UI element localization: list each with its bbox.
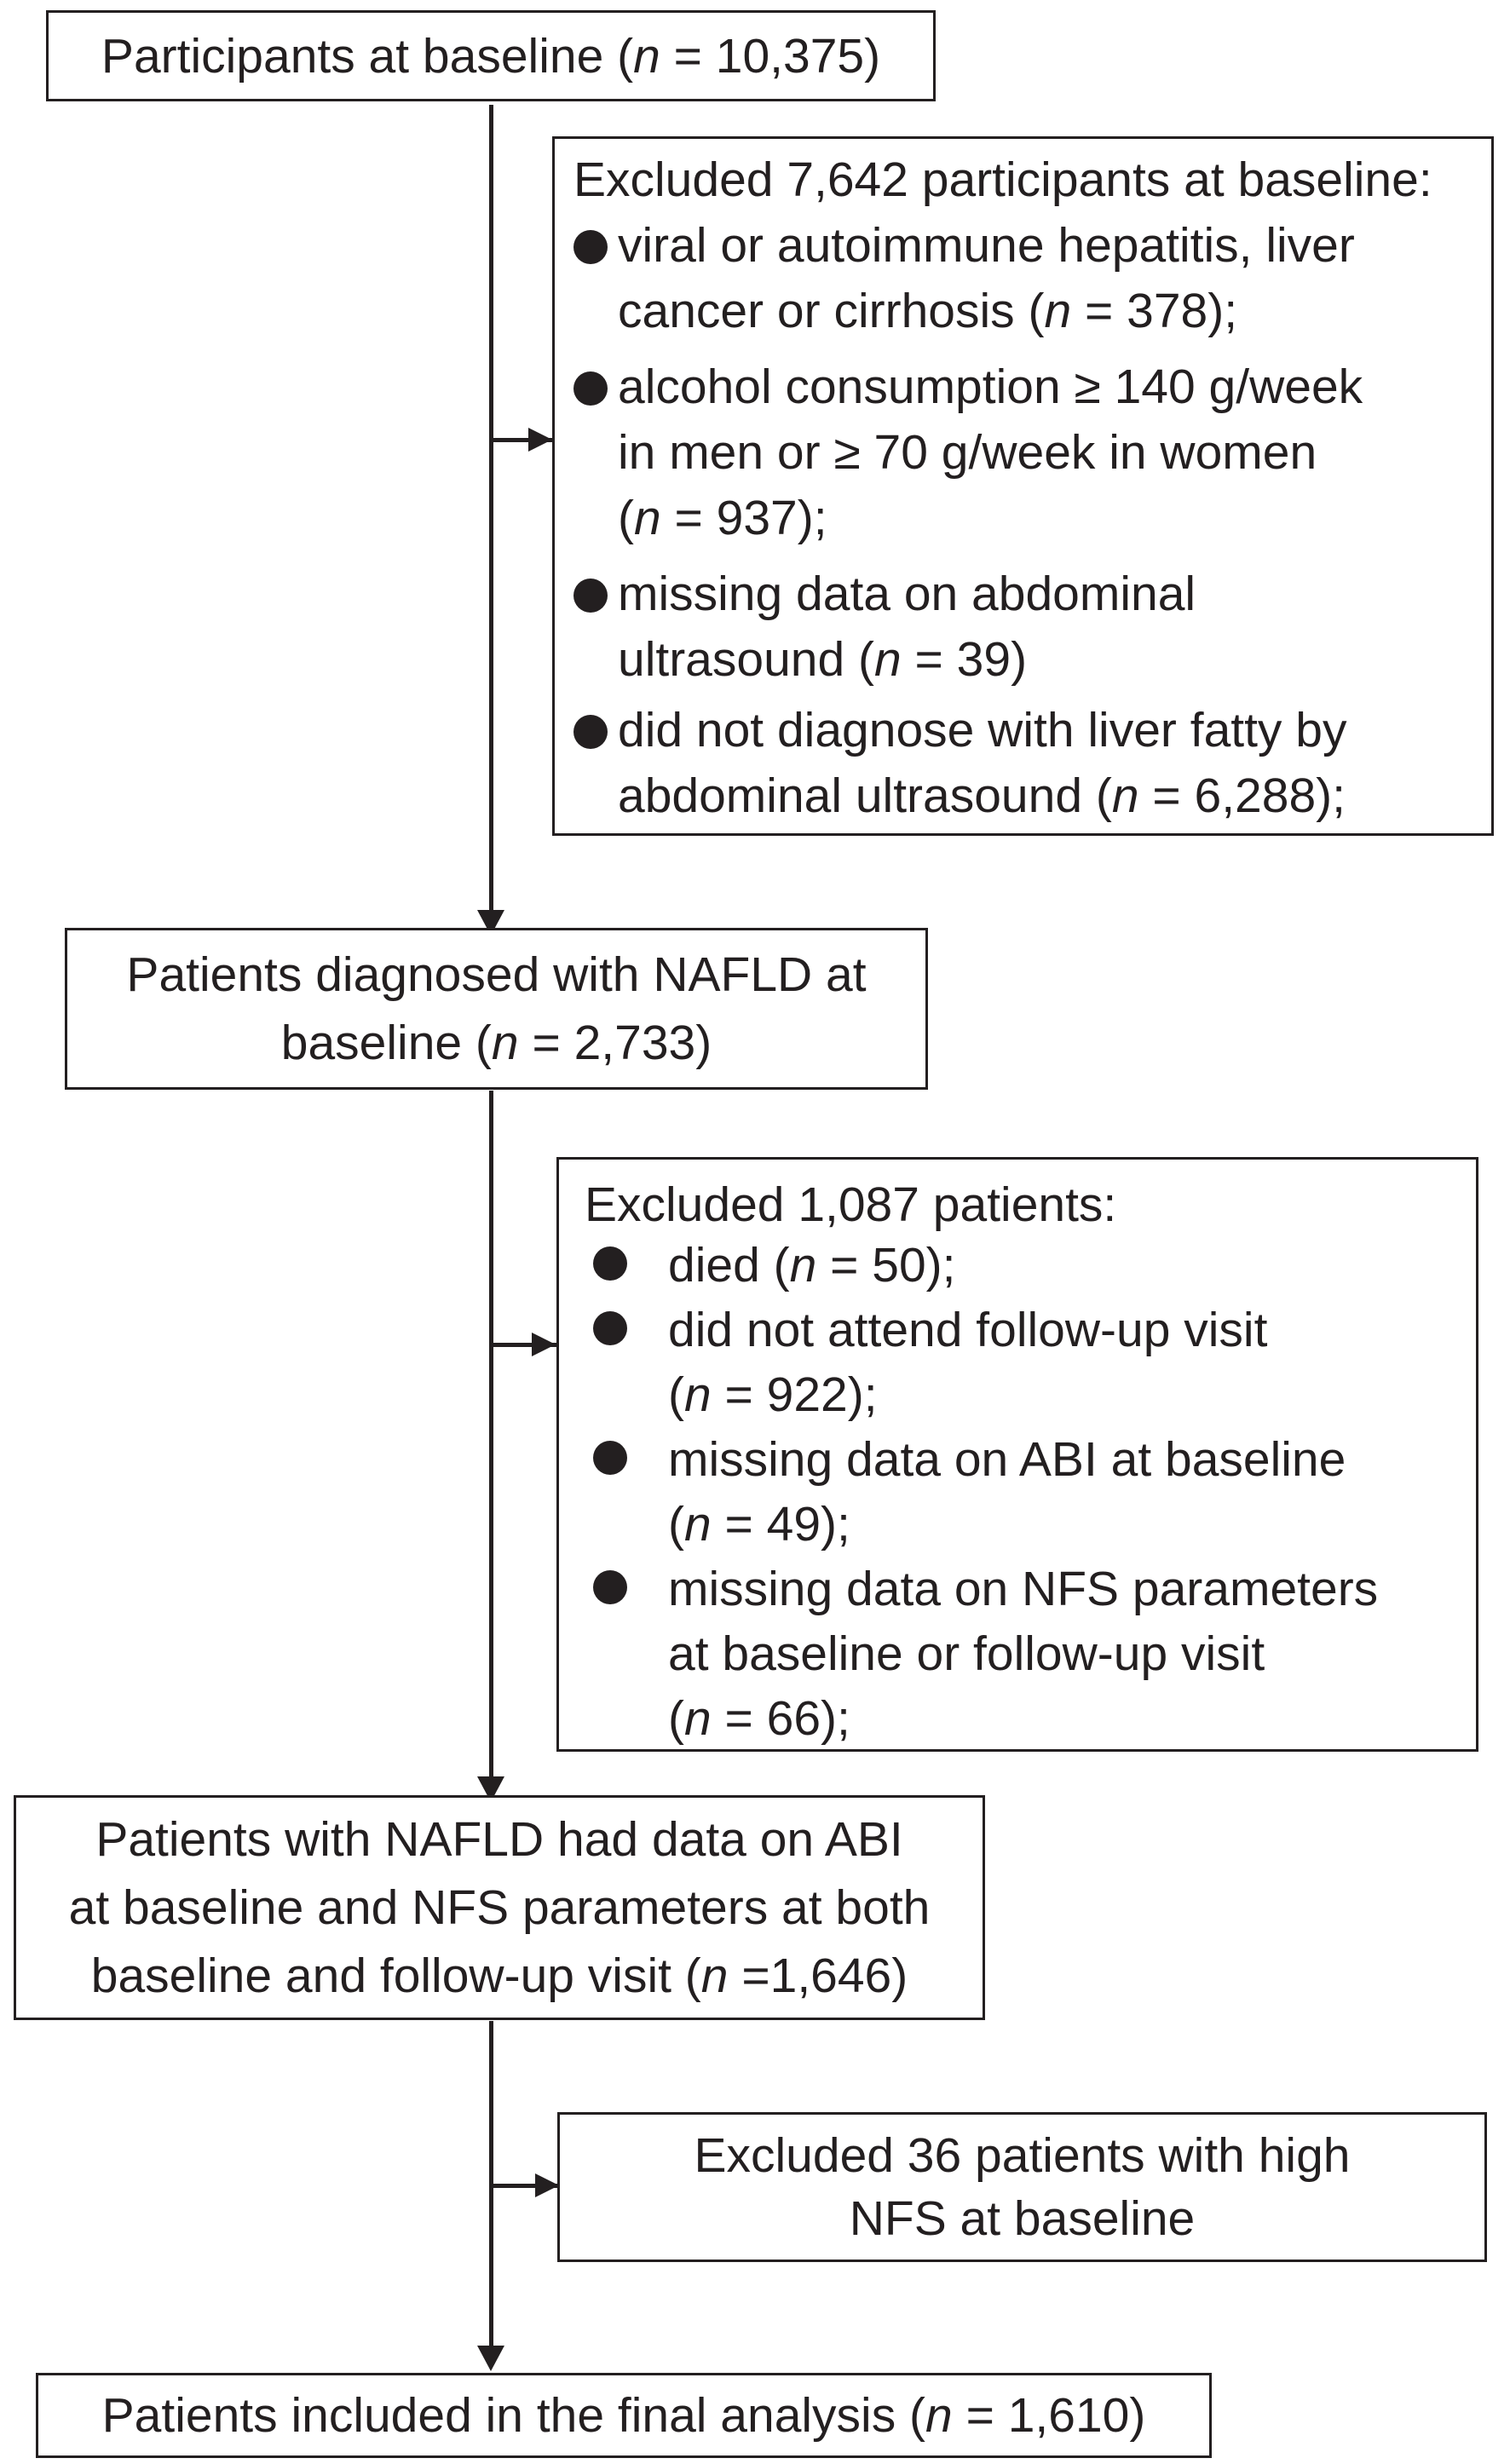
arrow-to-final-box <box>477 2346 504 2371</box>
bullet-icon <box>573 230 608 264</box>
exclusion-item: viral or autoimmune hepatitis, liver can… <box>573 213 1491 344</box>
exclusion-heading-follow-up: Excluded 1,087 patients: <box>585 1177 1117 1232</box>
baseline-participants-box: Participants at baseline (n = 10,375) <box>46 10 936 101</box>
exclusion-item: alcohol consumption ≥ 140 g/week in men … <box>573 354 1491 551</box>
exclusion-item: died (n = 50); <box>585 1233 1476 1298</box>
exclusion-box-follow-up: Excluded 1,087 patients: died (n = 50); … <box>556 1157 1478 1752</box>
arrow-to-exclusion-3 <box>535 2173 559 2197</box>
arrow-to-exclusion-1 <box>528 428 552 452</box>
exclusion-item: missing data on abdominal ultrasound (n … <box>573 561 1491 693</box>
exclusion-item: did not diagnose with liver fatty by abd… <box>573 698 1491 829</box>
final-analysis-label: Patients included in the final analysis … <box>101 2388 1146 2443</box>
branch-line-2 <box>491 1343 557 1347</box>
branch-line-3 <box>491 2184 559 2188</box>
bullet-icon <box>593 1441 627 1475</box>
nafld-diagnosed-label: Patients diagnosed with NAFLD at baselin… <box>126 947 867 1070</box>
exclusion-high-nfs-label: Excluded 36 patients with high NFS at ba… <box>694 2128 1351 2246</box>
bullet-icon <box>573 371 608 406</box>
exclusion-item: did not attend follow-up visit (n = 922)… <box>585 1298 1476 1427</box>
branch-line-1 <box>491 438 554 442</box>
abi-nfs-data-box: Patients with NAFLD had data on ABI at b… <box>14 1795 985 2020</box>
bullet-icon <box>573 715 608 749</box>
bullet-icon <box>573 579 608 613</box>
flow-line-2 <box>489 1091 493 1776</box>
bullet-icon <box>593 1246 627 1281</box>
abi-nfs-data-label: Patients with NAFLD had data on ABI at b… <box>68 1812 931 2003</box>
baseline-participants-label: Participants at baseline (n = 10,375) <box>101 28 881 83</box>
flow-line-3 <box>489 2021 493 2346</box>
exclusion-list-follow-up: died (n = 50); did not attend follow-up … <box>585 1233 1476 1751</box>
exclusion-heading-baseline: Excluded 7,642 participants at baseline: <box>573 153 1432 207</box>
exclusion-item: missing data on NFS parameters at baseli… <box>585 1557 1476 1751</box>
exclusion-list-baseline: viral or autoimmune hepatitis, liver can… <box>573 213 1491 829</box>
bullet-icon <box>593 1570 627 1604</box>
exclusion-box-high-nfs: Excluded 36 patients with high NFS at ba… <box>557 2112 1487 2262</box>
flow-line-1 <box>489 105 493 910</box>
arrow-to-exclusion-2 <box>532 1333 556 1356</box>
bullet-icon <box>593 1311 627 1345</box>
exclusion-item: missing data on ABI at baseline (n = 49)… <box>585 1427 1476 1557</box>
final-analysis-box: Patients included in the final analysis … <box>36 2373 1212 2458</box>
exclusion-box-baseline: Excluded 7,642 participants at baseline:… <box>552 136 1494 836</box>
nafld-diagnosed-box: Patients diagnosed with NAFLD at baselin… <box>65 928 928 1090</box>
